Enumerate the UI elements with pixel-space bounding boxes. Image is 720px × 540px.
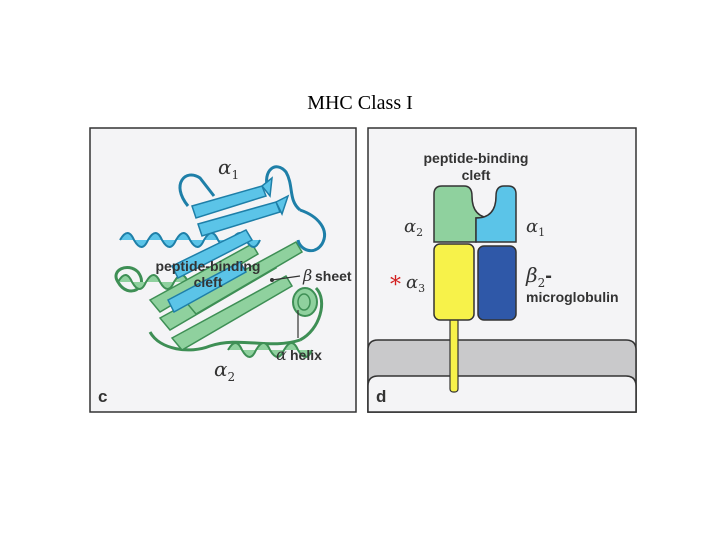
panel-d-label: d [376, 387, 386, 406]
panel-d-cleft-line1: peptide-binding [424, 150, 529, 166]
panel-d-b2m-symbol: β2- [525, 263, 552, 290]
asterisk-marker: * [390, 273, 401, 298]
beta-sheet-pointer-dot [270, 278, 274, 282]
beta2-microglobulin-domain [477, 245, 517, 321]
panel-d-b2m-text: microglobulin [526, 289, 619, 305]
panel-c: α1 α2 peptide-binding cleft β sheet α he… [89, 127, 357, 413]
transmembrane-tail [449, 315, 459, 393]
alpha1-domain-ribbon [119, 165, 326, 314]
panel-c-alpha1-label: α1 [218, 155, 239, 182]
beta-sheet-pointer [271, 275, 301, 281]
alpha3-domain [433, 243, 475, 321]
page-title: MHC Class I [307, 92, 413, 114]
panel-d-cleft-line2: cleft [462, 167, 491, 183]
panel-d-alpha2-label: α2 [404, 216, 423, 239]
panel-c-helix-text: helix [290, 347, 322, 363]
panel-c-beta-symbol: β [302, 266, 312, 285]
cytoplasm-region [367, 375, 637, 413]
panel-c-alpha2-label: α2 [214, 357, 235, 384]
panel-d-alpha3-label: α3 [406, 272, 425, 295]
panel-c-label: c [98, 387, 107, 406]
panel-c-cleft-line1: peptide-binding [156, 258, 261, 274]
panel-c-beta-text: sheet [315, 268, 352, 284]
alpha1-domain [475, 185, 517, 243]
panel-c-helix-symbol: α [276, 345, 287, 364]
panel-d-alpha1-label: α1 [526, 216, 545, 239]
panel-d: peptide-binding cleft α2 α1 * α3 β2- mic… [367, 127, 637, 413]
panel-c-cleft-line2: cleft [194, 274, 223, 290]
